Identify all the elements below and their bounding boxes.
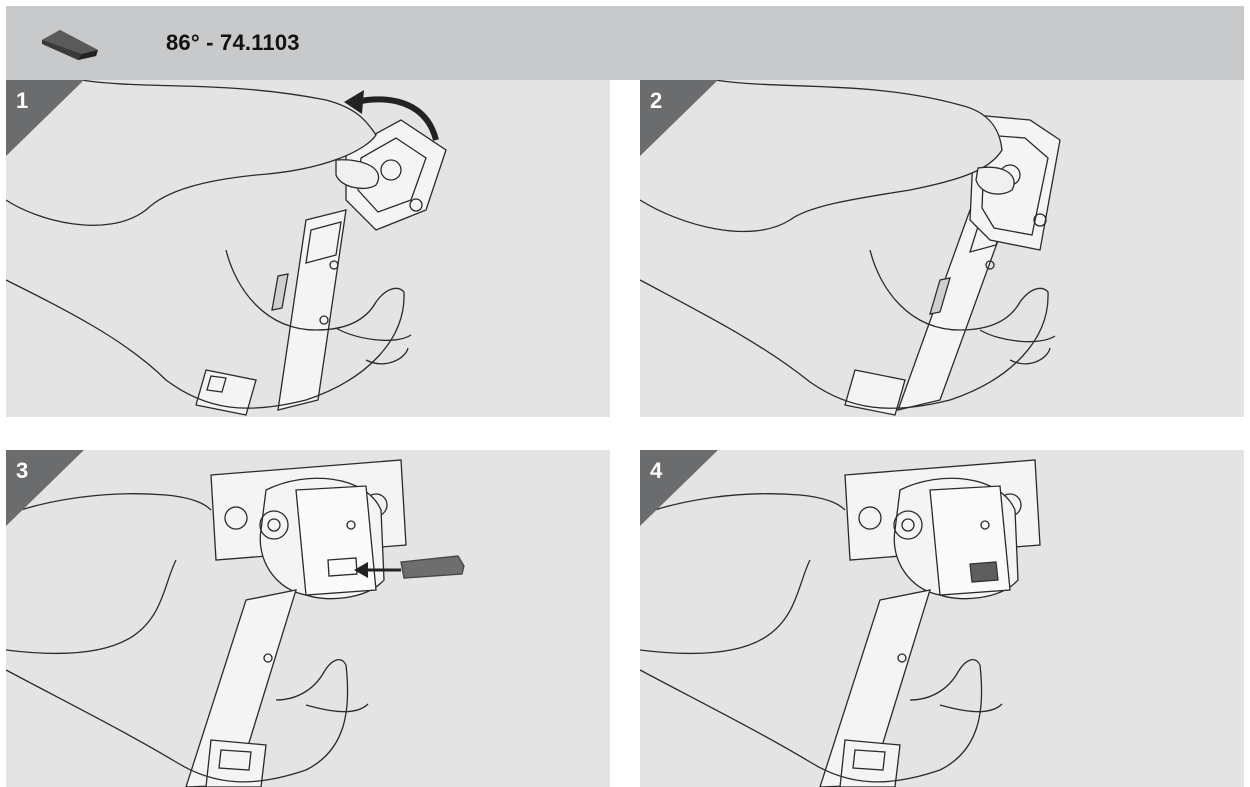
step-panel-2: 2 — [640, 80, 1244, 417]
hinge-removal-illustration — [6, 80, 610, 417]
clip-part-icon — [38, 26, 102, 62]
step-number: 1 — [16, 88, 28, 114]
step-panel-4: 4 — [640, 450, 1244, 787]
step-panel-1: 1 — [6, 80, 610, 417]
step-number: 2 — [650, 88, 662, 114]
clip-installed-illustration — [640, 450, 1244, 787]
step-number: 4 — [650, 458, 662, 484]
step-number: 3 — [16, 458, 28, 484]
page-title: 86° - 74.1103 — [166, 30, 300, 56]
clip-insertion-illustration — [6, 450, 610, 787]
header-bar: 86° - 74.1103 — [6, 6, 1244, 80]
step-panel-3: 3 — [6, 450, 610, 787]
hinge-rotated-illustration — [640, 80, 1244, 417]
